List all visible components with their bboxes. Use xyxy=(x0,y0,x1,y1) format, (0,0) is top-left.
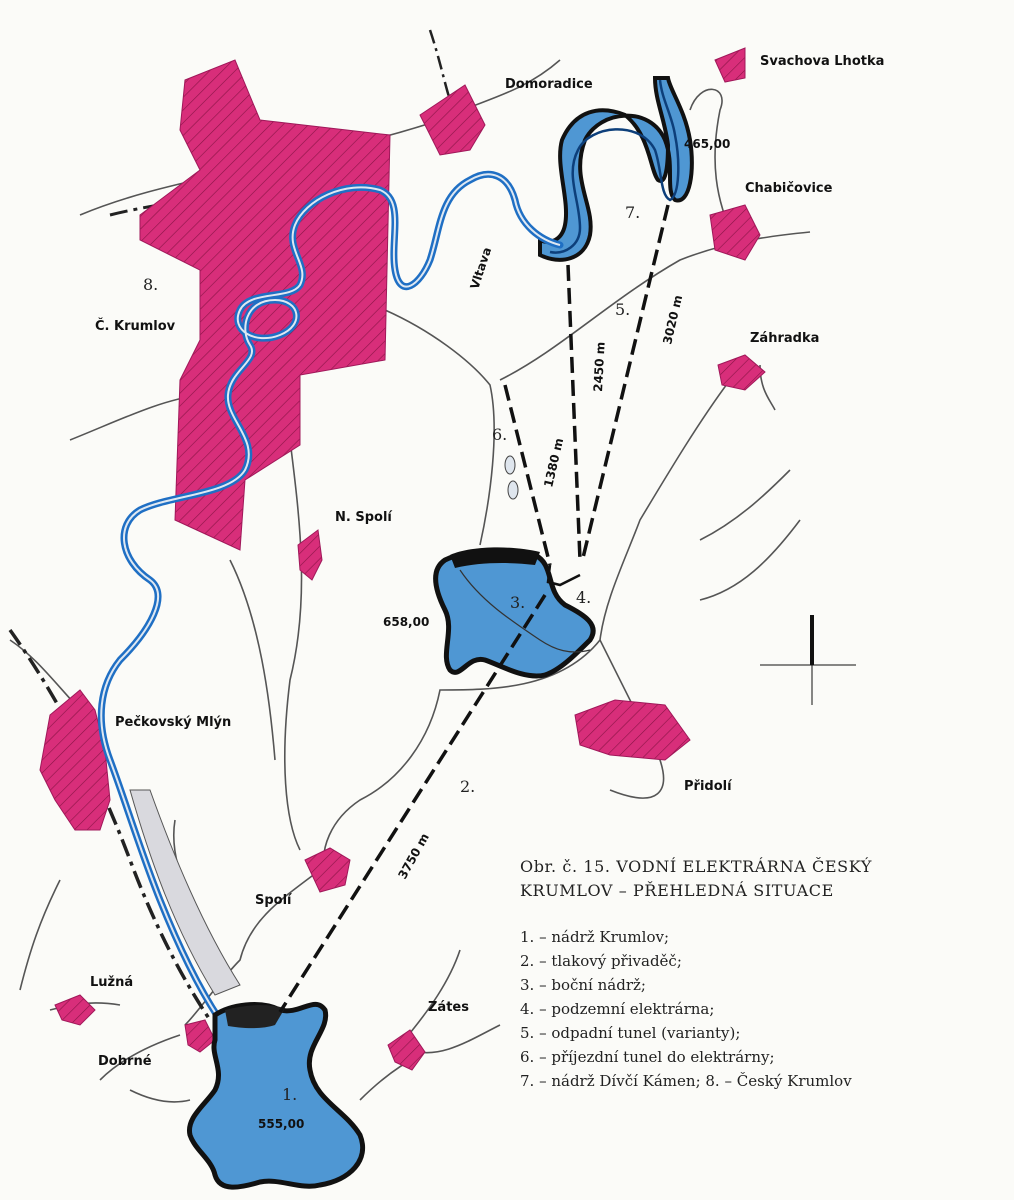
label-n-spoli: N. Spolí xyxy=(335,510,393,525)
settlement-domoradice xyxy=(419,84,486,156)
reservoir-divci-kamen xyxy=(538,76,694,262)
length-access: 1380 m xyxy=(541,437,566,489)
label-chabicovice: Chabičovice xyxy=(745,181,833,196)
legend-item: 6. – příjezdní tunel do elektrárny; xyxy=(520,1048,775,1066)
length-tailrace-a: 2450 m xyxy=(591,341,608,392)
legend-item: 7. – nádrž Dívčí Kámen; 8. – Český Kruml… xyxy=(520,1072,852,1090)
legend-item: 4. – podzemní elektrárna; xyxy=(520,1000,715,1018)
power-station xyxy=(546,564,581,587)
settlement-spoli xyxy=(304,847,351,893)
settlement-luzna xyxy=(54,994,96,1026)
marker-8: 8. xyxy=(143,275,158,294)
marker-2: 2. xyxy=(460,777,475,796)
number-markers: 1. 2. 3. 4. 5. 6. 7. 8. xyxy=(143,203,640,1104)
settlement-chabicovice xyxy=(709,204,761,261)
settlement-zates xyxy=(387,1029,426,1071)
marker-6: 6. xyxy=(492,425,507,444)
label-zates: Zátes xyxy=(428,1000,469,1015)
label-cesky-krumlov: Č. Krumlov xyxy=(95,318,176,334)
marker-7: 7. xyxy=(625,203,640,222)
side-channel xyxy=(459,569,591,653)
label-svachova-lhotka: Svachova Lhotka xyxy=(760,54,884,69)
tunnels xyxy=(278,204,670,1013)
label-dobrne: Dobrné xyxy=(98,1054,152,1069)
legend-list: 1. – nádrž Krumlov; 2. – tlakový přivadě… xyxy=(520,925,1000,1093)
caption-title-line-1: Obr. č. 15. VODNÍ ELEKTRÁRNA ČESKÝ xyxy=(520,857,872,876)
elevation-lower-reservoir: 555,00 xyxy=(258,1117,304,1131)
marker-5: 5. xyxy=(615,300,630,319)
settlement-n-spoli xyxy=(297,529,323,581)
reservoir-side xyxy=(433,547,596,679)
legend-item: 2. – tlakový přivaděč; xyxy=(520,952,682,970)
caption-title: Obr. č. 15. VODNÍ ELEKTRÁRNA ČESKÝ KRUML… xyxy=(520,855,1000,903)
settlement-dobrne xyxy=(184,1019,216,1053)
length-tailrace-b: 3020 m xyxy=(660,294,685,346)
settlement-svachova-lhotka xyxy=(714,47,746,83)
tailrace-tunnel-b xyxy=(580,204,670,563)
legend-item: 5. – odpadní tunel (varianty); xyxy=(520,1024,741,1042)
railway-line xyxy=(8,29,452,1021)
legend-item: 3. – boční nádrž; xyxy=(520,976,646,994)
settlement-cesky-krumlov xyxy=(139,59,391,551)
settlement-pridoli xyxy=(574,699,691,761)
river-vltava xyxy=(97,170,564,1174)
label-river-vltava: Vltava xyxy=(468,246,495,291)
marker-1: 1. xyxy=(282,1085,297,1104)
label-domoradice: Domoradice xyxy=(505,77,593,92)
north-cross xyxy=(760,615,856,705)
label-pridoli: Přidolí xyxy=(684,779,733,794)
elevation-side-reservoir: 658,00 xyxy=(383,615,429,629)
settlement-peckovsky-mlyn xyxy=(39,689,111,831)
tailrace-tunnel-a xyxy=(566,264,582,561)
length-feeder: 3750 m xyxy=(395,831,432,882)
label-luzna: Lužná xyxy=(90,975,133,990)
settlement-zahradka xyxy=(717,354,766,391)
elevation-labels: 465,00 658,00 555,00 xyxy=(258,137,730,1131)
marker-3: 3. xyxy=(510,593,525,612)
caption-title-line-2: KRUMLOV – PŘEHLEDNÁ SITUACE xyxy=(520,881,834,900)
label-peckovsky-mlyn: Pečkovský Mlýn xyxy=(115,715,231,730)
settlements xyxy=(39,47,766,1071)
marker-4: 4. xyxy=(576,588,591,607)
feeder-tunnel xyxy=(278,594,547,1013)
elevation-upper-dam: 465,00 xyxy=(684,137,730,151)
reservoir-krumlov xyxy=(187,1001,366,1190)
figure-caption: Obr. č. 15. VODNÍ ELEKTRÁRNA ČESKÝ KRUML… xyxy=(520,855,1000,1093)
access-tunnel xyxy=(503,384,552,566)
label-zahradka: Záhradka xyxy=(750,331,819,346)
label-spoli: Spolí xyxy=(255,893,293,908)
legend-item: 1. – nádrž Krumlov; xyxy=(520,928,670,946)
small-ponds xyxy=(504,455,519,500)
